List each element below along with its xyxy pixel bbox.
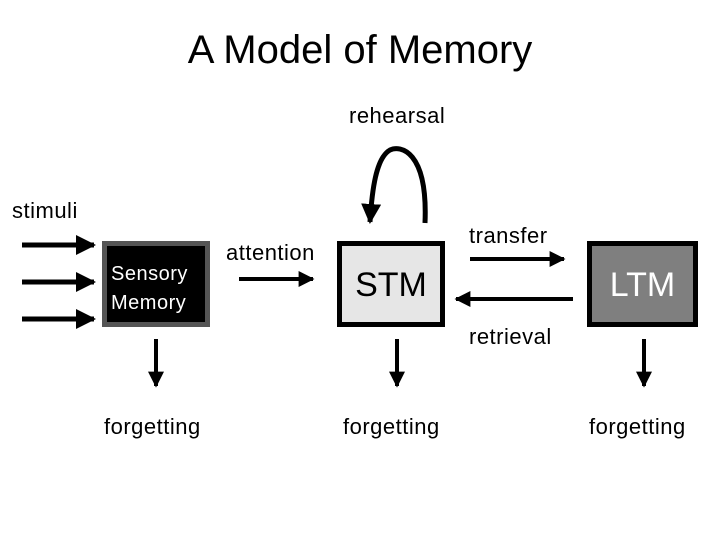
forgetting-label-sensory: forgetting (104, 414, 201, 439)
sensory-memory-line2: Memory (111, 292, 187, 314)
sensory-memory-line1: Sensory (111, 263, 188, 285)
ltm-label: LTM (609, 266, 676, 304)
attention-label: attention (226, 240, 315, 265)
sensory-memory-label: Sensory Memory (111, 260, 188, 318)
sensory-memory-box: Sensory Memory (102, 241, 210, 327)
transfer-label: transfer (469, 223, 548, 248)
stimuli-label: stimuli (12, 198, 78, 223)
retrieval-label: retrieval (469, 324, 552, 349)
stm-box: STM (337, 241, 445, 327)
forgetting-label-stm: forgetting (343, 414, 440, 439)
rehearsal-loop-arrow (361, 146, 428, 224)
forgetting-label-ltm: forgetting (589, 414, 686, 439)
ltm-box: LTM (587, 241, 698, 327)
diagram-title: A Model of Memory (187, 28, 533, 72)
stm-label: STM (355, 266, 427, 304)
rehearsal-label: rehearsal (349, 103, 446, 128)
